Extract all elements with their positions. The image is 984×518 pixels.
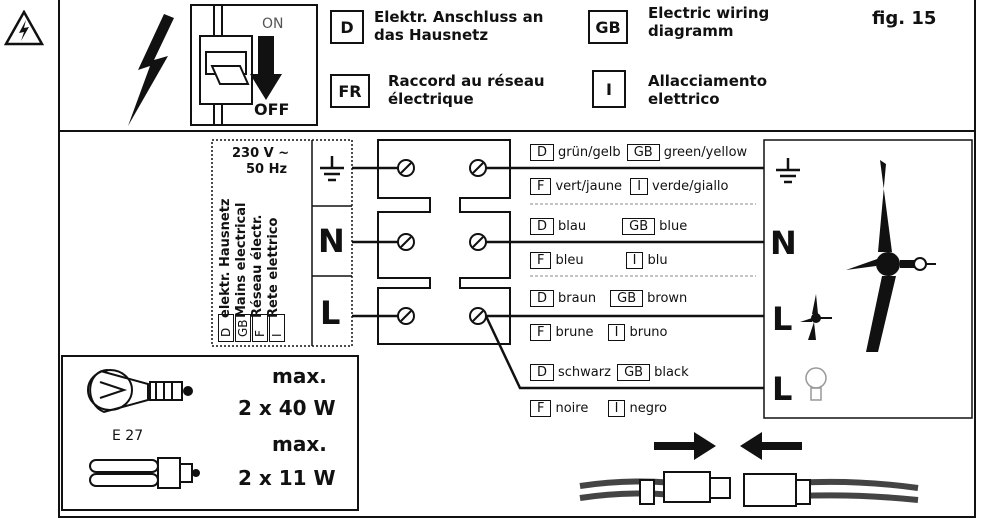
switch-off-label: OFF [254,100,290,119]
figure-label: fig. 15 [872,8,937,29]
energy-saving-bulb-icon [89,457,200,489]
warning-triangle-svg [4,10,44,46]
mains-label-it: Rete elettrico [266,217,281,318]
title-fr: Raccord au réseau électrique [388,72,545,108]
bulb-icon-small [805,367,827,401]
header-divider [58,130,976,132]
mains-code-f: F [252,314,268,342]
title-it: Allacciamento elettrico [648,72,768,108]
mains-voltage: 230 V ~ [232,146,290,161]
fan-icon-small [800,294,832,340]
mains-code-d: D [218,314,234,342]
connector-plug-icon [579,471,919,507]
mains-codes: D GB F I [218,314,285,342]
mains-label-gb: Mains electrical [234,202,249,319]
mains-code-i: I [269,314,285,342]
mains-frequency: 50 Hz [246,162,288,177]
lightning-bolt-icon [118,14,178,129]
e27-bulb-icon [87,369,193,414]
lamp-max-1: max. [272,364,327,388]
breaker-switch-icon [199,6,282,124]
lang-code-de: D [330,10,364,44]
lang-code-gb: GB [588,10,628,44]
device-l-light-label: L [772,370,793,408]
main-switch-panel: ON OFF [190,4,318,126]
lang-code-it: I [592,70,626,108]
mains-label-fr: Réseau électr. [250,214,265,318]
lamp-power-2: 2 x 11 W [238,466,336,490]
mains-label-de: elektr. Hausnetz [218,198,233,318]
title-de: Elektr. Anschluss an das Hausnetz [374,8,544,44]
lamp-max-2: max. [272,432,327,456]
mains-labels: elektr. Hausnetz Mains electrical Réseau… [218,168,282,318]
switch-on-label: ON [262,16,284,32]
mains-l-label: L [320,294,341,332]
fan-icon-large [846,160,936,352]
mains-code-gb: GB [235,314,251,342]
mains-n-label: N [318,222,345,260]
title-gb: Electric wiring diagramm [648,4,770,40]
warning-voltage-icon [4,10,44,46]
lamp-socket-label: E 27 [112,428,144,444]
device-n-label: N [770,224,797,262]
lang-code-fr: FR [330,74,370,108]
lamp-power-1: 2 x 40 W [238,396,336,420]
device-l-fan-label: L [772,300,793,338]
